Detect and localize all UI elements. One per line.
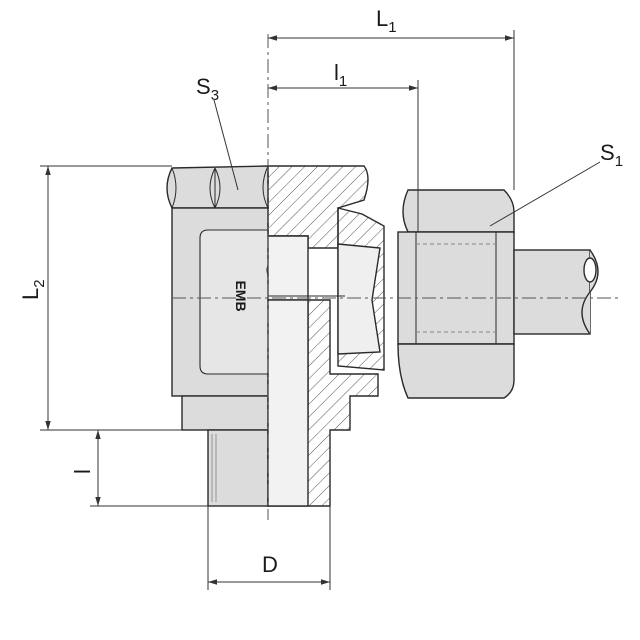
label-S1: S1 [600,140,623,170]
section-view [267,165,385,507]
label-l1: l1 [334,60,347,90]
tube [513,249,599,335]
union-nut-s1 [397,189,515,399]
dimension-labels: L1 l1 L2 l D S3 S1 [18,6,623,577]
label-l: l [70,469,95,474]
centerlines [172,34,620,520]
dimension-lines [40,30,601,590]
label-L2: L2 [18,279,48,300]
fitting-body [171,207,269,507]
label-D: D [262,552,278,577]
body-hex-s3 [166,165,269,209]
label-S3: S3 [196,74,219,104]
brand-mark: EMB [233,280,249,311]
label-L1: L1 [376,6,397,36]
